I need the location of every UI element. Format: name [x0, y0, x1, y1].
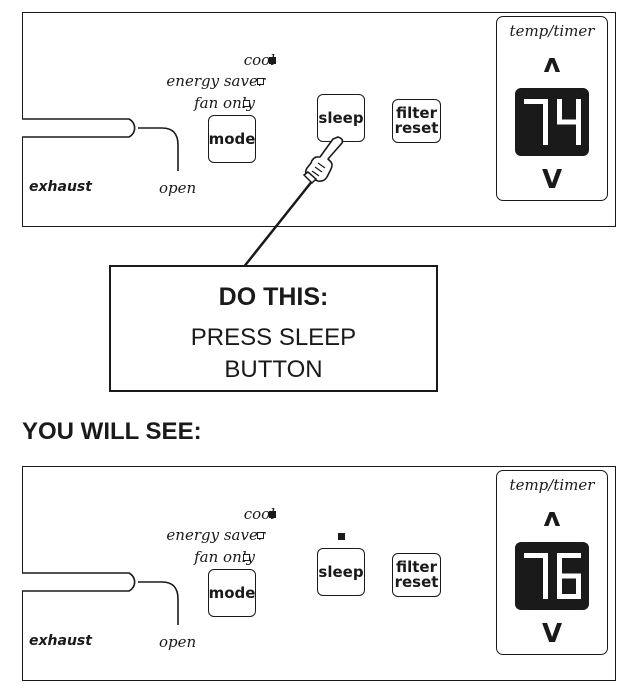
exhaust-tube-icon [22, 572, 179, 625]
mode-button-label: mode [208, 129, 256, 148]
temp-timer-display: temp/timer ʌ V [496, 16, 608, 201]
lcd-segment-b [543, 99, 548, 122]
mode-indicator-fan-only [243, 554, 250, 561]
lcd-digit-7 [524, 99, 548, 145]
filter-button-label-line1: filter [395, 104, 437, 122]
callout-title: DO THIS: [218, 283, 329, 311]
mode-button[interactable]: mode [208, 115, 256, 163]
mode-label-fan-only: fan only [194, 548, 255, 566]
lcd-segment-c [543, 576, 548, 599]
lcd-segment-g [557, 573, 581, 579]
lcd-segment-c [576, 576, 581, 599]
temperature-digits [524, 553, 581, 599]
mode-button-label: mode [208, 583, 256, 602]
sleep-button-label: sleep [318, 562, 364, 581]
display-title: temp/timer [509, 22, 595, 40]
temp-timer-display: temp/timer ʌ V [496, 470, 608, 655]
filter-button-label-line1: filter [395, 558, 437, 576]
mode-label-energy-saver: energy saver [166, 526, 265, 544]
control-panel-before: cool energy saver fan only exhaust open … [22, 12, 616, 227]
pointing-hand-icon [302, 136, 344, 185]
sleep-button[interactable]: sleep [317, 94, 365, 142]
mode-indicator-energy-saver [257, 532, 264, 539]
mode-label-energy-saver: energy saver [166, 72, 265, 90]
lcd-segment-a [524, 553, 548, 558]
lcd-segment-b [576, 99, 581, 122]
temperature-readout [515, 542, 589, 610]
down-chevron-icon[interactable]: V [541, 619, 563, 649]
exhaust-tube-icon [22, 118, 179, 171]
lcd-digit-7 [524, 553, 548, 599]
result-heading: YOU WILL SEE: [22, 418, 202, 445]
callout-line-2: BUTTON [224, 356, 323, 383]
lcd-segment-f [557, 553, 562, 576]
callout-line-1: PRESS SLEEP [190, 324, 357, 351]
exhaust-label: exhaust [29, 633, 92, 649]
lcd-digit-6 [557, 553, 581, 599]
exhaust-label: exhaust [29, 179, 92, 195]
filter-reset-button[interactable]: filter reset [392, 553, 441, 597]
lcd-segment-f [557, 99, 562, 122]
lcd-segment-c [543, 122, 548, 145]
filter-button-label-line2: reset [394, 119, 439, 137]
temperature-digits [524, 99, 581, 145]
lcd-segment-d [557, 594, 581, 599]
sleep-button[interactable]: sleep [317, 548, 365, 596]
filter-reset-button[interactable]: filter reset [392, 99, 441, 143]
display-title: temp/timer [509, 476, 595, 494]
control-panel-after: cool energy saver fan only exhaust open … [22, 466, 616, 681]
filter-button-label-line2: reset [394, 573, 439, 591]
open-label: open [159, 179, 197, 197]
instruction-callout: DO THIS: PRESS SLEEP BUTTON [109, 265, 438, 392]
lcd-segment-e [557, 576, 562, 599]
mode-indicator-energy-saver [257, 78, 264, 85]
sleep-indicator [338, 533, 345, 540]
mode-label-cool: cool [243, 505, 275, 523]
lcd-segment-a [524, 99, 548, 104]
callout-body: PRESS SLEEP BUTTON [111, 322, 436, 386]
up-chevron-icon[interactable]: ʌ [543, 49, 561, 79]
mode-button[interactable]: mode [208, 569, 256, 617]
up-chevron-icon[interactable]: ʌ [543, 503, 561, 533]
open-label: open [159, 633, 197, 651]
lcd-segment-g [557, 119, 581, 125]
lcd-segment-a [557, 553, 581, 558]
mode-label-fan-only: fan only [194, 94, 255, 112]
sleep-button-label: sleep [318, 108, 364, 127]
lcd-segment-b [543, 553, 548, 576]
lcd-digit-4 [557, 99, 581, 145]
mode-label-cool: cool [243, 51, 275, 69]
mode-indicator-fan-only [243, 100, 250, 107]
mode-indicator-cool [269, 57, 276, 64]
down-chevron-icon[interactable]: V [541, 165, 563, 195]
lcd-segment-c [576, 122, 581, 145]
temperature-readout [515, 88, 589, 156]
mode-indicator-cool [269, 511, 276, 518]
